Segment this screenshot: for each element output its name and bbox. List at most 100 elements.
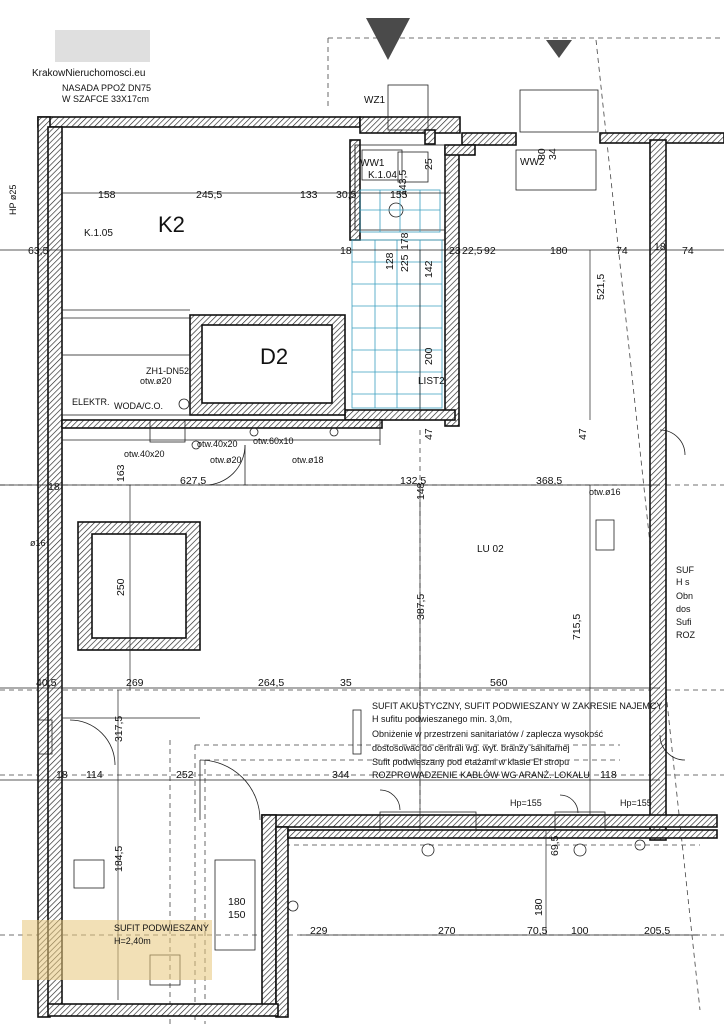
dim-label: 148 xyxy=(415,482,427,500)
dim-label: 387,5 xyxy=(415,594,427,620)
spec-line-6: ROZPROWADZENIE KABLÓW WG ARANŻ. LOKALU xyxy=(372,770,590,780)
dim-label: 180 xyxy=(533,898,545,916)
dim-label: 344 xyxy=(332,769,350,781)
dim-label: 521,5 xyxy=(595,274,607,300)
dim-label: 63,5 xyxy=(28,245,49,257)
dim-label: 22,5 xyxy=(462,245,483,257)
note-elektr: ELEKTR. xyxy=(72,397,110,407)
note-hp155a: Hp=155 xyxy=(510,798,542,808)
dim-label: 100 xyxy=(571,925,589,937)
note-otw18: otw.ø18 xyxy=(292,455,324,465)
room-k2: K2 xyxy=(158,212,185,237)
dim-label: 35 xyxy=(340,677,352,689)
label-ww1: WW1 xyxy=(360,158,385,169)
dim-label: 114 xyxy=(86,769,103,781)
dim-label: 250 xyxy=(115,578,127,596)
spec-line-3: Obniżenie w przestrzeni sanitariatów / z… xyxy=(372,729,604,739)
dim-label: 30,5 xyxy=(336,189,357,201)
dim-label: 229 xyxy=(310,925,328,937)
dim-label: 69,5 xyxy=(549,835,561,856)
dim-label: 245,5 xyxy=(196,189,222,201)
note-otw16a: otw.ø16 xyxy=(589,487,621,497)
door-swings xyxy=(69,429,686,821)
dim-label: 142 xyxy=(423,260,435,278)
dim-label: 368,5 xyxy=(536,475,562,487)
room-d2: D2 xyxy=(260,344,288,369)
dim-label: 180 xyxy=(550,245,568,257)
dim-label: 150 xyxy=(228,909,246,921)
spec-line-2: H sufitu podwieszanego min. 3,0m, xyxy=(372,714,512,724)
dim-label: 34 xyxy=(547,148,559,160)
spec-line-4: dostosować do centrali wg. wyt. branży s… xyxy=(372,743,570,753)
dim-label: 155 xyxy=(390,189,408,201)
dim-label: 128 xyxy=(384,252,396,270)
watermark-logo: KrakowNieruchomosci.eu xyxy=(22,30,212,980)
spec-line-1: SUFIT AKUSTYCZNY, SUFIT PODWIESZANY W ZA… xyxy=(372,701,662,711)
dim-label: 18 xyxy=(654,241,666,253)
note-side-2: H s xyxy=(676,577,690,587)
dim-label: 715,5 xyxy=(571,614,583,640)
dimension-labels: 158 245,5 133 30,5 155 63,5 18 23 22,5 9… xyxy=(28,148,694,937)
room-list2: LIST2 xyxy=(418,376,445,387)
dim-label: 158 xyxy=(98,189,116,201)
walls xyxy=(37,116,724,1018)
dim-label: 47 xyxy=(577,428,589,440)
room-code-k105: K.1.05 xyxy=(84,228,113,239)
note-side-5: Sufi xyxy=(676,617,692,627)
spec-line-5: Sufit podwieszany pod etażami w klasie E… xyxy=(372,757,569,767)
dim-label: 560 xyxy=(490,677,508,689)
label-ww2: WW2 xyxy=(520,157,545,168)
dim-label: 132,5 xyxy=(400,475,426,487)
watermark-text: KrakowNieruchomosci.eu xyxy=(32,68,145,79)
note-hp155b: Hp=155 xyxy=(620,798,652,808)
dim-label: 225 xyxy=(399,254,411,272)
dim-label: 184,5 xyxy=(113,846,125,872)
dim-label: 47 xyxy=(423,428,435,440)
note-woda: WODA/C.O. xyxy=(114,401,163,411)
note-side-3: Obn xyxy=(676,591,693,601)
dim-label: 269 xyxy=(126,677,144,689)
dim-label: 264,5 xyxy=(258,677,284,689)
note-otw40x20b: otw.40x20 xyxy=(197,439,238,449)
note-side-4: dos xyxy=(676,604,691,614)
dim-label: 80 xyxy=(536,148,548,160)
dim-label: 25 xyxy=(423,158,435,170)
dim-label: 163 xyxy=(115,464,127,482)
section-marker-icon xyxy=(366,18,410,60)
dim-label: 74 xyxy=(682,245,694,257)
dim-label: 40,5 xyxy=(36,677,57,689)
room-lu02: LU 02 xyxy=(477,544,504,555)
note-side-6: ROZ xyxy=(676,630,696,640)
dim-label: 200 xyxy=(423,347,435,365)
dim-label: 70,5 xyxy=(527,925,548,937)
note-nasada-2: W SZAFCE 33X17cm xyxy=(62,94,149,104)
partitions xyxy=(37,84,646,986)
note-sufit-podwieszany: SUFIT PODWIESZANY xyxy=(114,923,209,933)
dim-label: 317,5 xyxy=(113,716,125,742)
dim-label: 133 xyxy=(300,189,318,201)
note-side-1: SUF xyxy=(676,565,695,575)
dim-label: 18 xyxy=(56,769,68,781)
dim-label: 18 xyxy=(340,245,352,257)
dim-label: 205,5 xyxy=(644,925,670,937)
note-otw40x20a: otw.40x20 xyxy=(124,449,165,459)
dim-label: 118 xyxy=(600,769,617,781)
spec-note: SUFIT AKUSTYCZNY, SUFIT PODWIESZANY W ZA… xyxy=(372,701,662,780)
note-otw20a: otw.ø20 xyxy=(140,376,172,386)
section-marker-icon xyxy=(546,40,572,58)
label-wz1: WZ1 xyxy=(364,95,386,106)
dim-label: 18 xyxy=(48,481,60,493)
dim-label: 180 xyxy=(228,896,246,908)
note-otw60x10: otw.60x10 xyxy=(253,436,294,446)
room-code-k104: K.1.04 xyxy=(368,170,397,181)
dim-label: 74 xyxy=(616,245,628,257)
dim-label: 178 xyxy=(399,232,411,250)
note-hp25: HP ø25 xyxy=(8,185,18,215)
note-zh1: ZH1-DN52 xyxy=(146,366,189,376)
note-nasada-1: NASADA PPOŻ DN75 xyxy=(62,83,151,93)
dim-label: 270 xyxy=(438,925,456,937)
note-h240: H=2,40m xyxy=(114,936,151,946)
dimension-lines xyxy=(0,192,724,1000)
